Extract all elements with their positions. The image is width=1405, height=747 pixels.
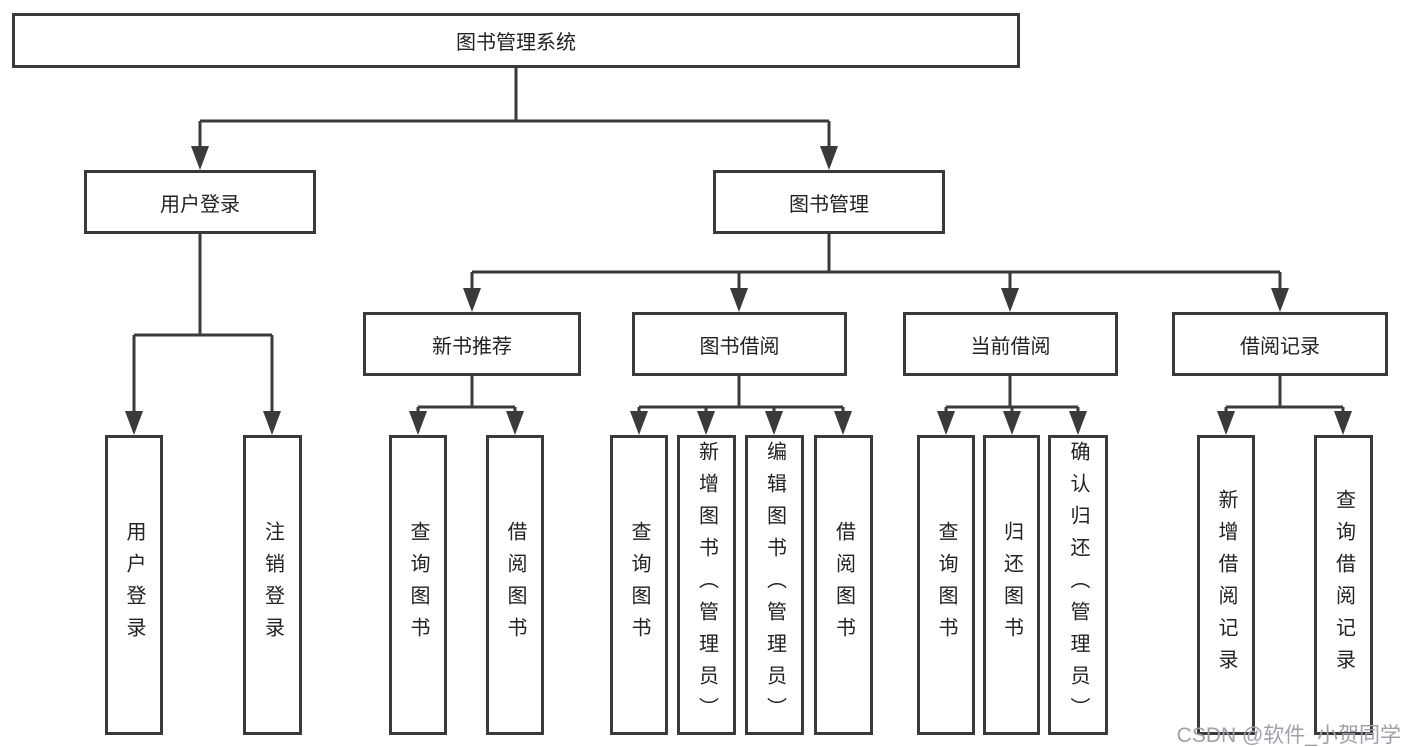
- node-new-book-recommend: 新书推荐: [363, 312, 581, 376]
- node-user-login: 用户登录: [84, 170, 316, 234]
- node-borrow-records: 借阅记录: [1172, 312, 1388, 376]
- leaf-borrow-books-recommend: 借阅图书: [486, 435, 544, 735]
- leaf-logout: 注销登录: [243, 435, 302, 735]
- leaf-return-books: 归还图书: [983, 435, 1040, 735]
- node-book-management: 图书管理: [713, 170, 945, 234]
- arrowheads: [125, 146, 1352, 435]
- leaf-add-borrow-record: 新增借阅记录: [1197, 435, 1255, 735]
- node-current-borrowing: 当前借阅: [903, 312, 1118, 376]
- node-library-management-system: 图书管理系统: [12, 13, 1020, 68]
- leaf-user-login: 用户登录: [105, 435, 163, 735]
- leaf-query-books-current: 查询图书: [917, 435, 975, 735]
- leaf-add-books-admin: 新增图书（管理员）: [677, 435, 736, 735]
- node-book-borrowing: 图书借阅: [632, 312, 847, 376]
- leaf-query-books-recommend: 查询图书: [389, 435, 447, 735]
- csdn-watermark: CSDN @软件_小贺同学: [1176, 724, 1401, 747]
- leaf-confirm-return-admin: 确认归还（管理员）: [1048, 435, 1108, 735]
- leaf-query-borrow-record: 查询借阅记录: [1314, 435, 1373, 735]
- leaf-borrow-books-borrowing: 借阅图书: [814, 435, 873, 735]
- leaf-edit-books-admin: 编辑图书（管理员）: [745, 435, 804, 735]
- leaf-query-books-borrowing: 查询图书: [610, 435, 668, 735]
